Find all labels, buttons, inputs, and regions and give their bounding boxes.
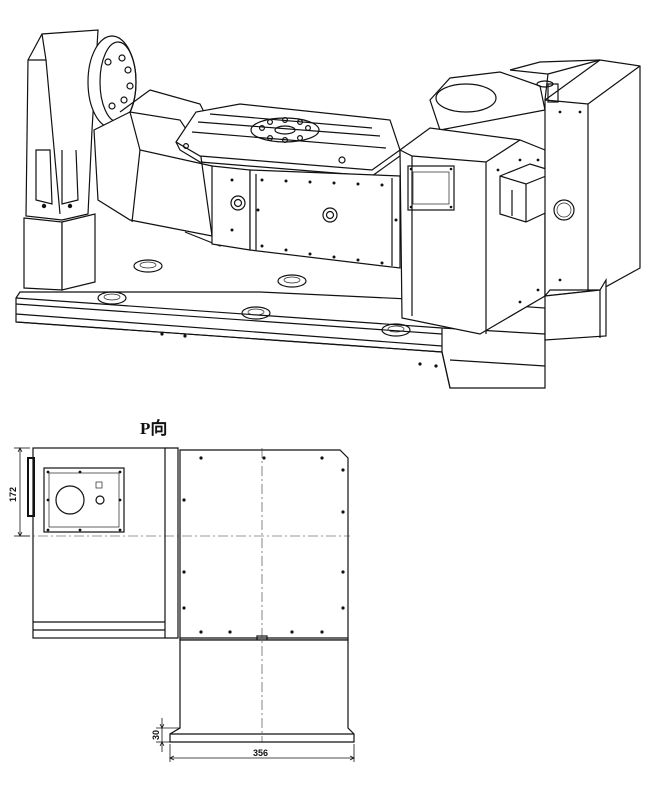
rotary-table [175,103,401,177]
view-p: P向 [8,418,355,762]
right-motor-housing [399,127,546,335]
motor-side-view [27,447,179,639]
center-lines [20,448,350,742]
view-label: P向 [140,418,167,438]
dimension-172: 172 [8,447,30,537]
left-trunnion-disc [87,35,137,129]
isometric-view [15,29,641,389]
dim-356-text: 356 [253,748,268,758]
right-base-support [544,277,607,341]
base-slots [97,259,411,337]
center-housing [211,165,401,269]
dimension-30: 30 [151,718,180,752]
left-pedestal [23,29,99,291]
dim-172-text: 172 [8,487,18,502]
dimension-356: 356 [169,744,355,762]
dim-30-text: 30 [151,730,161,740]
right-trunnion-ring [429,71,546,131]
main-plate-view [179,449,349,644]
right-back-housing [509,59,641,297]
